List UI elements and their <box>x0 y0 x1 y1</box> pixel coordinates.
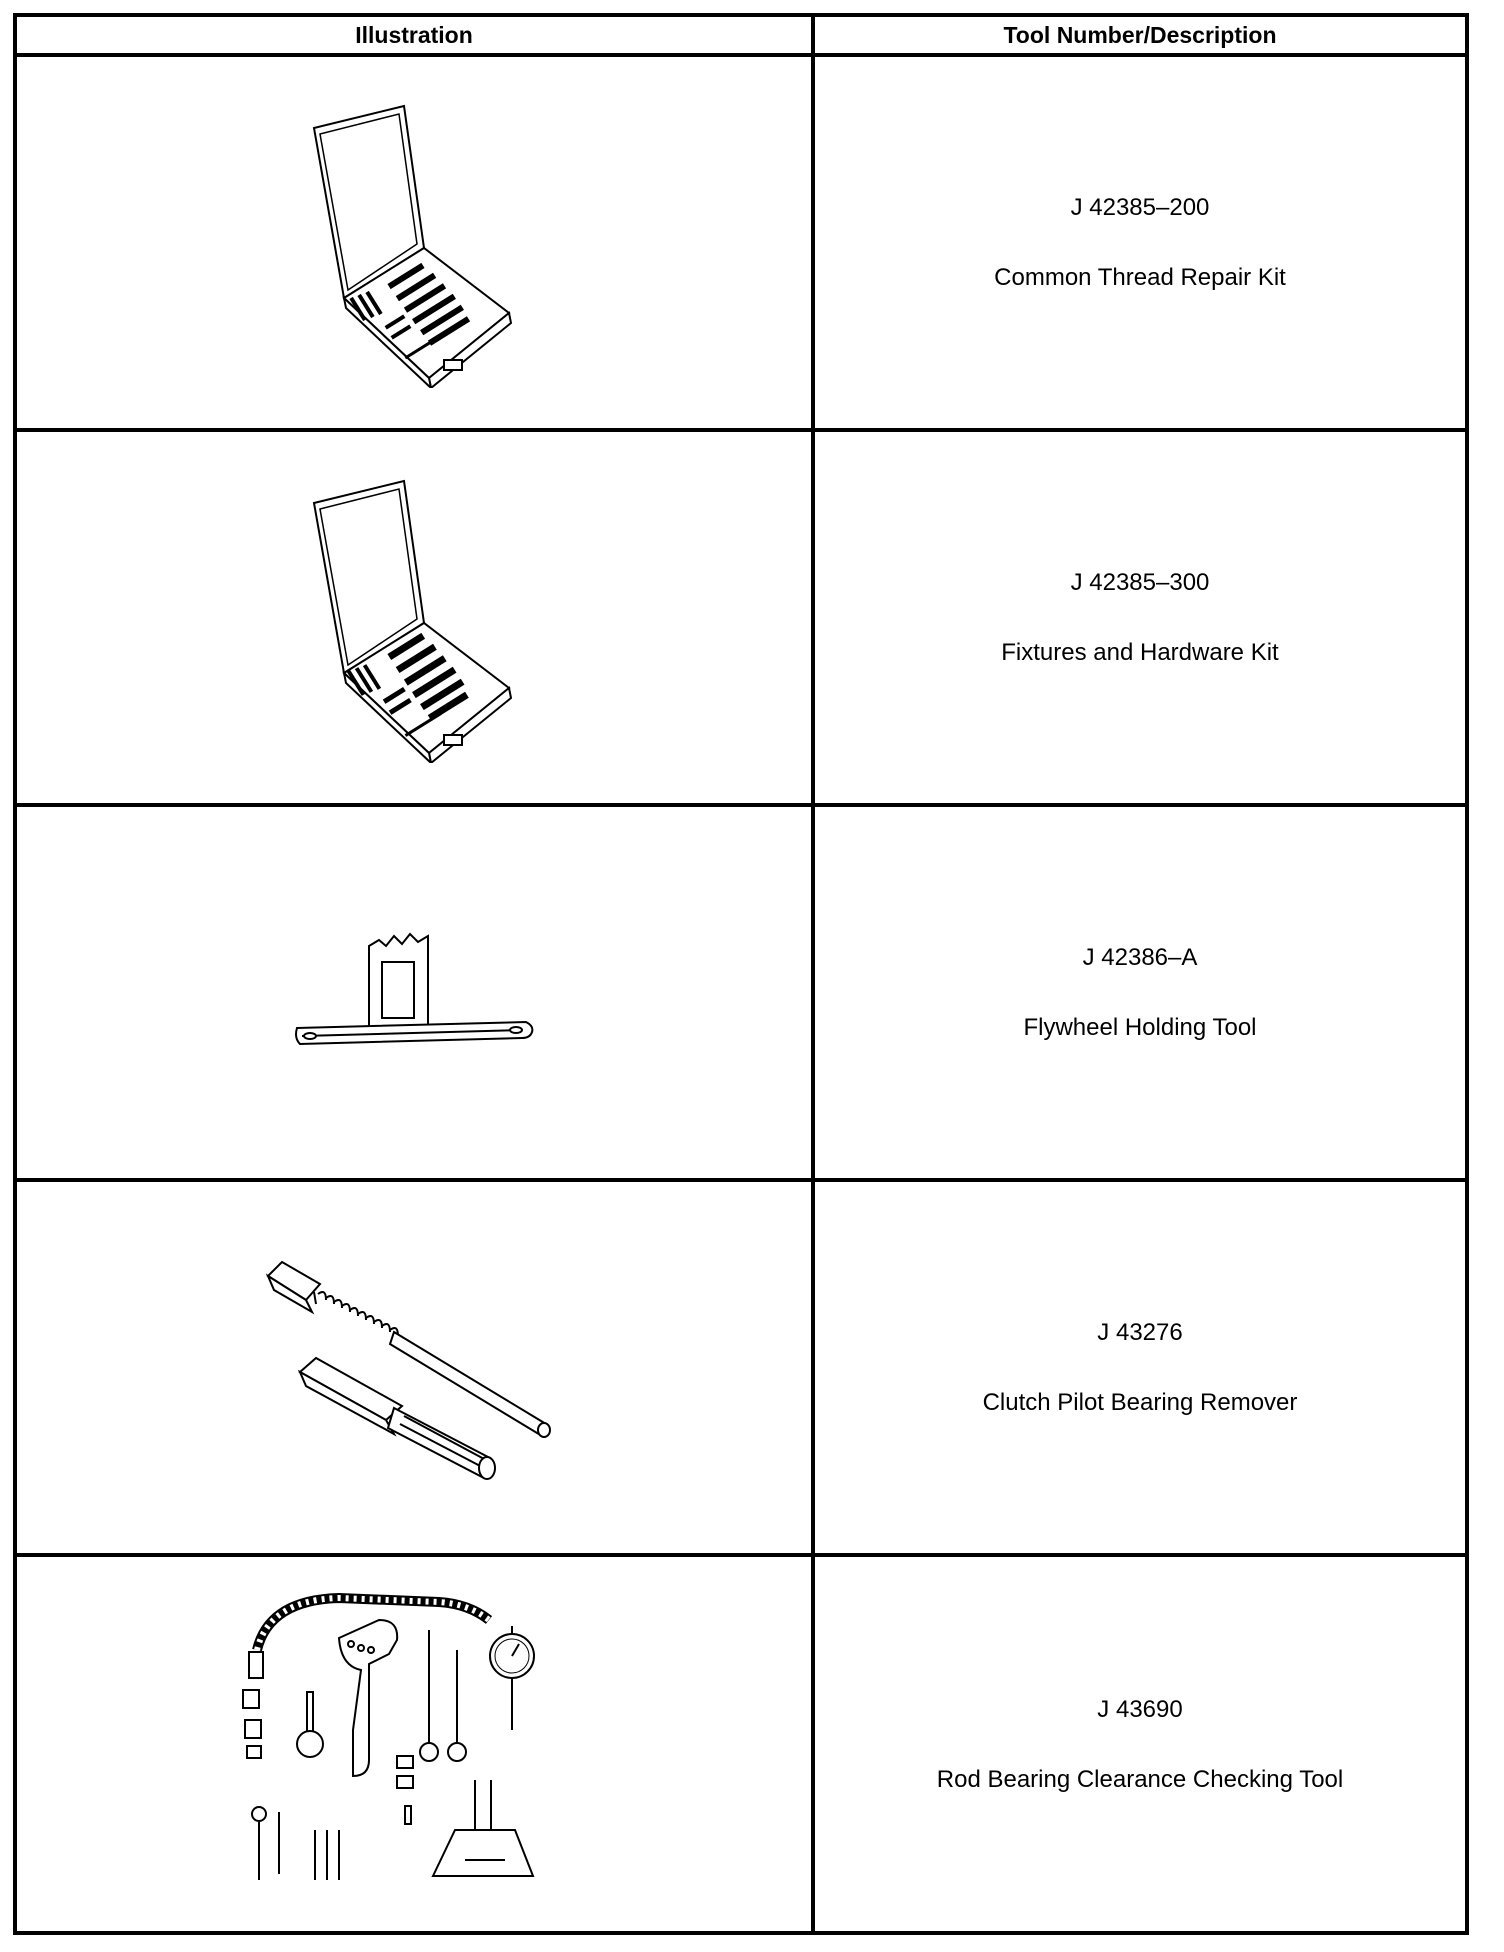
tool-description: Rod Bearing Clearance Checking Tool <box>936 1765 1344 1793</box>
rod-bearing-checking-tool-icon <box>229 1580 599 1910</box>
table-row: J 42386–A Flywheel Holding Tool <box>17 807 1465 1182</box>
illustration-cell <box>17 1557 815 1932</box>
illustration-cell <box>17 807 815 1178</box>
tool-table: Illustration Tool Number/Description <box>13 13 1469 1935</box>
table-row: J 42385–300 Fixtures and Hardware Kit <box>17 432 1465 807</box>
table-row: J 42385–200 Common Thread Repair Kit <box>17 57 1465 432</box>
fixtures-hardware-kit-case-icon <box>294 473 534 763</box>
tool-number: J 42386–A <box>1082 943 1198 971</box>
tool-description-cell: J 42385–200 Common Thread Repair Kit <box>815 57 1465 428</box>
tool-description-cell: J 42385–300 Fixtures and Hardware Kit <box>815 432 1465 803</box>
table-row: J 43690 Rod Bearing Clearance Checking T… <box>17 1557 1465 1932</box>
tool-number: J 43690 <box>1097 1695 1183 1723</box>
tool-description: Common Thread Repair Kit <box>994 263 1286 291</box>
thread-repair-kit-case-icon <box>294 98 534 388</box>
illustration-cell <box>17 432 815 803</box>
tool-number: J 43276 <box>1097 1318 1183 1346</box>
table-row: J 43276 Clutch Pilot Bearing Remover <box>17 1182 1465 1557</box>
tool-number: J 42385–300 <box>1070 568 1210 596</box>
header-tool-number-description: Tool Number/Description <box>1003 21 1277 48</box>
tool-description-cell: J 43276 Clutch Pilot Bearing Remover <box>815 1182 1465 1553</box>
tool-number: J 42385–200 <box>1070 193 1210 221</box>
header-illustration: Illustration <box>17 17 815 53</box>
table-header: Illustration Tool Number/Description <box>17 17 1465 57</box>
tool-description-cell: J 43690 Rod Bearing Clearance Checking T… <box>815 1557 1465 1932</box>
flywheel-holding-tool-icon <box>294 918 534 1068</box>
tool-description: Fixtures and Hardware Kit <box>1001 638 1279 666</box>
illustration-cell <box>17 1182 815 1553</box>
tool-description: Flywheel Holding Tool <box>1023 1013 1257 1041</box>
tool-description: Clutch Pilot Bearing Remover <box>982 1388 1298 1416</box>
tool-description-cell: J 42386–A Flywheel Holding Tool <box>815 807 1465 1178</box>
illustration-cell <box>17 57 815 428</box>
pilot-bearing-remover-icon <box>254 1248 574 1488</box>
